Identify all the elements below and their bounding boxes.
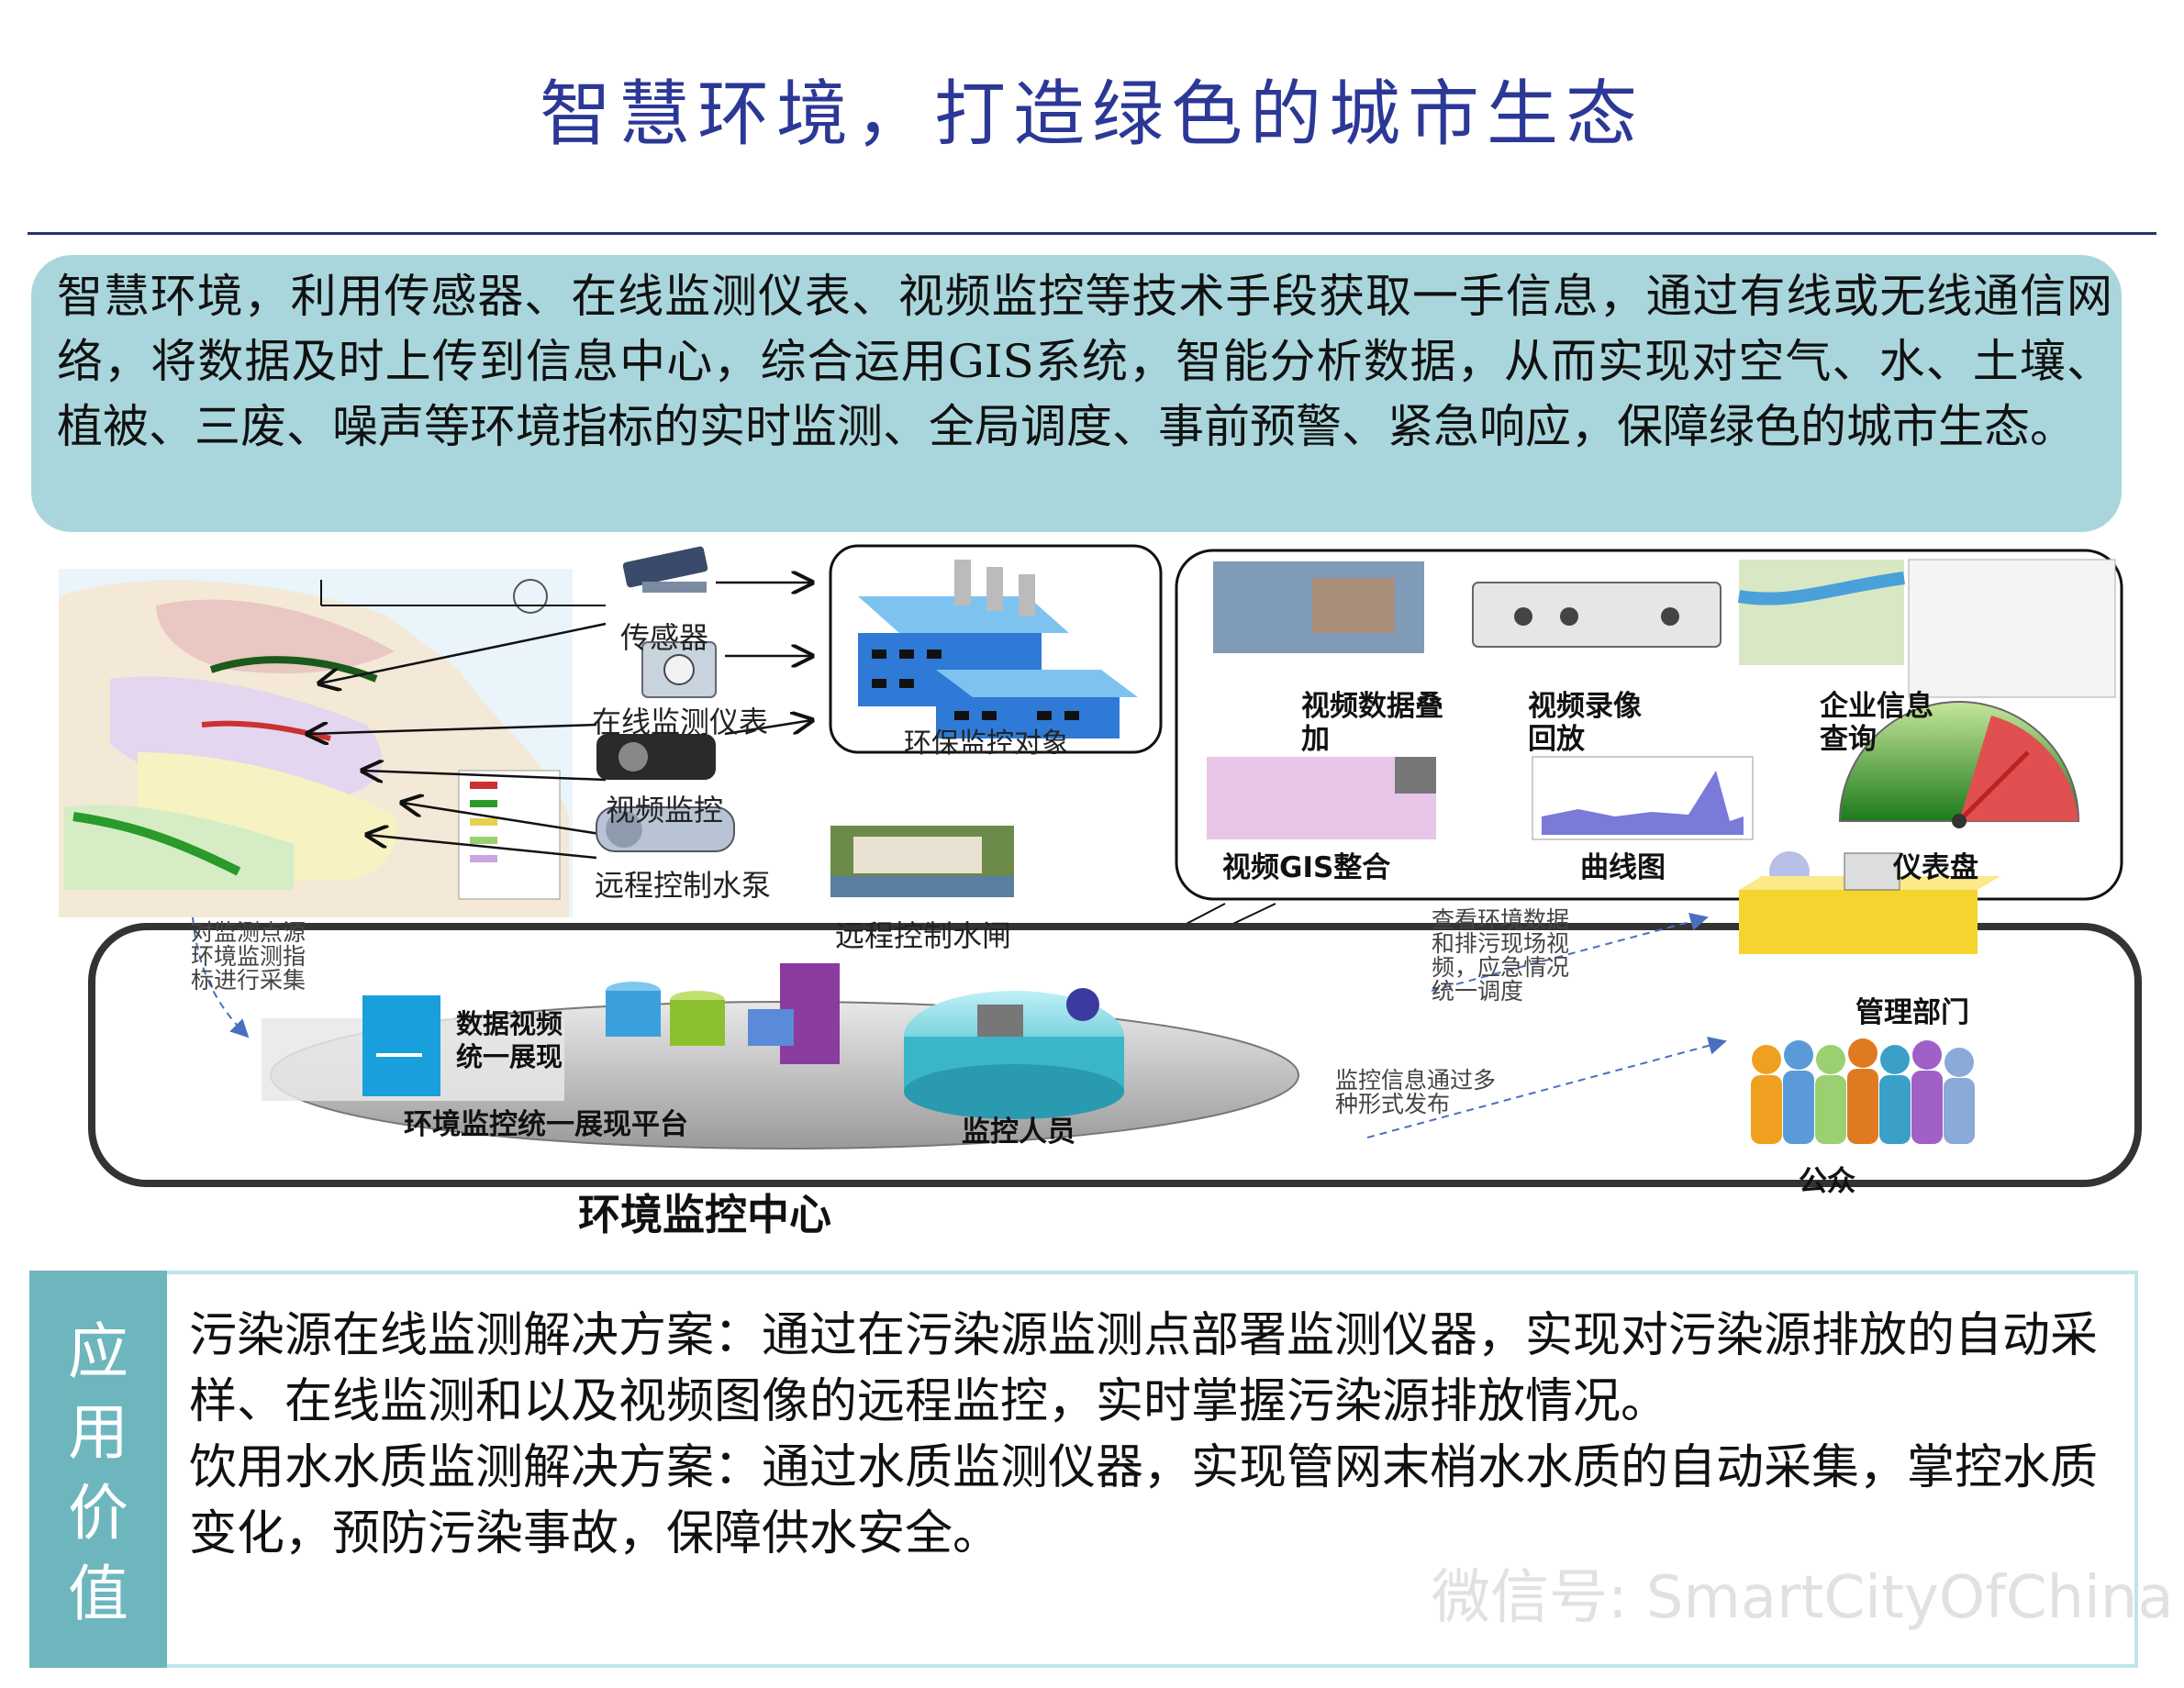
video-overlay-label: 视频数据叠加 (1301, 690, 1448, 756)
staff-label: 监控人员 (962, 1108, 1075, 1149)
collect-note-line: 对监测点源 (191, 921, 306, 945)
public-label: 公众 (1799, 1158, 1855, 1199)
display-label-line: 统一展现 (456, 1040, 563, 1073)
application-line: 污染源在线监测解决方案：通过在污染源监测点部署监测仪器，实现对污染源排放的自动采… (189, 1303, 2107, 1435)
tag-char: 用 (48, 1393, 149, 1473)
shanghai-map (59, 569, 573, 917)
display-label-line: 数据视频 (456, 1007, 563, 1040)
view-note: 查看环境数据 和排污现场视 频，应急情况 统一调度 (1432, 908, 1569, 1004)
video-overlay-thumbnail (1213, 561, 1424, 653)
curve-chart-label: 曲线图 (1580, 844, 1666, 885)
intro-text: 智慧环境，利用传感器、在线监测仪表、视频监控等技术手段获取一手信息，通过有线或无… (57, 264, 2112, 460)
view-note-line: 统一调度 (1432, 980, 1569, 1004)
collect-note-line: 标进行采集 (191, 969, 306, 993)
enterprise-query-label: 企业信息查询 (1820, 690, 1957, 756)
staff-console-icon (904, 988, 1124, 1119)
application-tag-text: 应 用 价 值 (48, 1312, 149, 1635)
collect-note-line: 环境监测指 (191, 945, 306, 969)
sensor-label: 传感器 (620, 615, 708, 657)
publish-note-line: 种形式发布 (1335, 1093, 1496, 1116)
online-meter-label: 在线监测仪表 (592, 699, 768, 741)
title-divider (28, 232, 2156, 235)
diagram-graphics (0, 541, 2184, 1238)
public-people-icon (1751, 1038, 1975, 1144)
video-monitor-label: 视频监控 (606, 787, 723, 829)
tag-char: 应 (48, 1312, 149, 1393)
video-playback-label: 视频录像回放 (1528, 690, 1666, 756)
view-note-line: 查看环境数据 (1432, 908, 1569, 932)
management-label: 管理部门 (1855, 989, 1969, 1030)
video-gis-thumbnail (1207, 757, 1436, 839)
publish-note-line: 监控信息通过多 (1335, 1069, 1496, 1093)
video-gis-label: 视频GIS整合 (1222, 844, 1390, 885)
watermark: 微信号: SmartCityOfChina (1432, 1550, 2174, 1635)
publish-note: 监控信息通过多 种形式发布 (1335, 1069, 1496, 1116)
application-text: 污染源在线监测解决方案：通过在污染源监测点部署监测仪器，实现对污染源排放的自动采… (189, 1303, 2107, 1567)
platform-label: 环境监控统一展现平台 (404, 1101, 688, 1142)
server-icon (362, 995, 440, 1096)
remote-pump-label: 远程控制水泵 (595, 862, 771, 905)
remote-gate-label: 远程控制水闸 (835, 913, 1011, 955)
curve-chart-thumbnail (1532, 757, 1753, 839)
page-title: 智慧环境，打造绿色的城市生态 (0, 57, 2184, 160)
sensor-icon (622, 546, 708, 593)
center-label: 环境监控中心 (578, 1182, 831, 1242)
tag-char: 值 (48, 1554, 149, 1635)
dashboard-label: 仪表盘 (1893, 844, 1978, 885)
target-label: 环保监控对象 (904, 720, 1069, 761)
view-note-line: 频，应急情况 (1432, 956, 1569, 980)
tag-char: 价 (48, 1473, 149, 1554)
data-video-display-label: 数据视频 统一展现 (456, 1007, 563, 1073)
video-playback-thumbnail (1473, 583, 1721, 647)
collect-note: 对监测点源 环境监测指 标进行采集 (191, 921, 306, 993)
application-line: 饮用水水质监测解决方案：通过水质监测仪器，实现管网末梢水水质的自动采集，掌控水质… (189, 1435, 2107, 1567)
water-gate-photo (830, 826, 1014, 897)
view-note-line: 和排污现场视 (1432, 932, 1569, 956)
